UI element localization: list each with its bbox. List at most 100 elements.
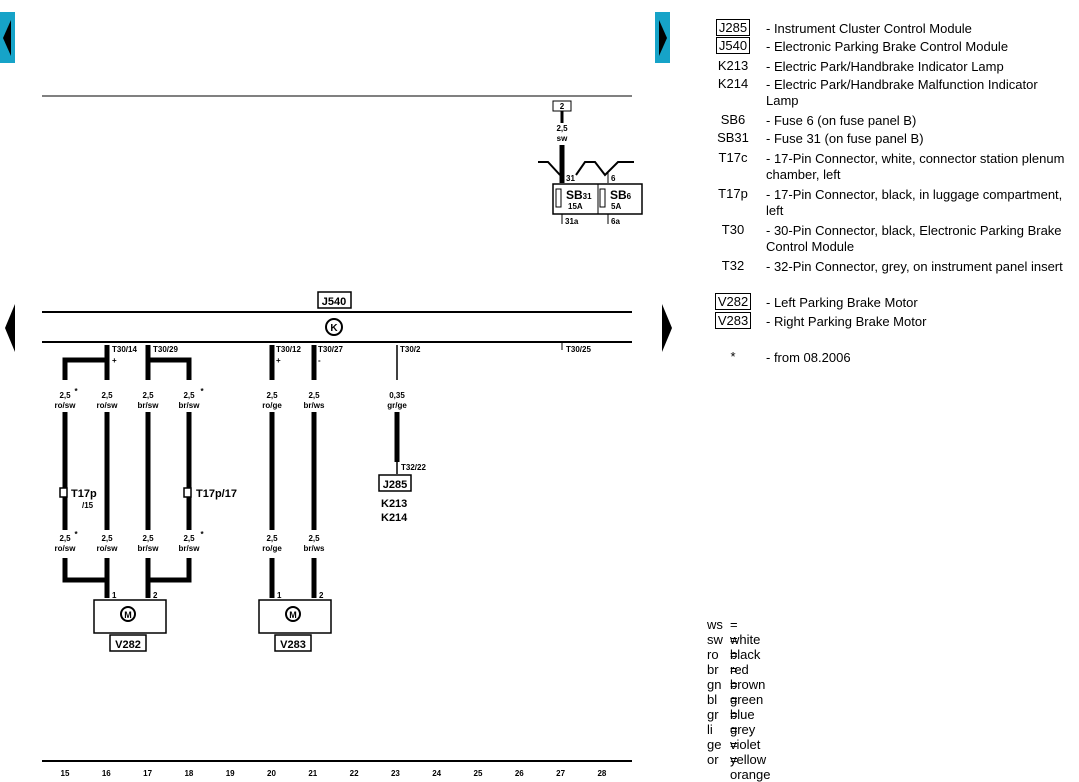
wire-size: 2,5 (142, 534, 154, 543)
legend-code: V282 (712, 293, 754, 310)
wire-size: 2,5 (59, 391, 71, 400)
pin-label: T30/2 (400, 345, 421, 354)
color-desc: = grey (730, 707, 756, 737)
nav-prev-top-icon[interactable] (0, 12, 16, 64)
legend-code: * (730, 349, 736, 364)
legend-desc: - Electronic Parking Brake Control Modul… (766, 39, 1009, 54)
legend-desc: - 30-Pin Connector, black, Electronic Pa… (766, 223, 1062, 254)
color-desc: = blue (730, 692, 755, 722)
polarity-label: + (112, 356, 117, 365)
lamp1-label: K213 (381, 498, 407, 510)
legend-desc: - Fuse 6 (on fuse panel B) (766, 113, 917, 128)
wire-color: br/sw (179, 401, 201, 410)
module-j540: J540 K (42, 291, 632, 343)
svg-text:K: K (330, 323, 338, 334)
wire-size: 2,5 (183, 391, 195, 400)
color-desc: = yellow (730, 737, 767, 767)
color-desc: = green (730, 677, 764, 707)
color-code: br (707, 662, 719, 677)
legend-code: V283 (712, 312, 754, 329)
ruler-number: 24 (432, 769, 441, 778)
color-desc: = red (730, 647, 749, 677)
wire-color: ro/sw (97, 544, 119, 553)
fuse-wire-size: 2,5 (556, 124, 568, 133)
polarity-label: + (276, 356, 281, 365)
wire-color: gr/ge (387, 401, 407, 410)
legend-desc: - 32-Pin Connector, grey, on instrument … (766, 259, 1063, 274)
nav-next-top-icon[interactable] (655, 12, 671, 64)
connector-t17p-left: T17p /15 (59, 487, 97, 510)
legend-desc: - Electric Park/Handbrake Indicator Lamp (766, 59, 1004, 74)
ruler-number: 22 (350, 769, 359, 778)
wire-color: ro/sw (55, 401, 77, 410)
wire-size: 2,5 (142, 391, 154, 400)
ruler-number: 21 (308, 769, 317, 778)
wire-size: 2,5 (266, 534, 278, 543)
ruler-number: 20 (267, 769, 276, 778)
pin-label: T30/29 (153, 345, 178, 354)
color-desc: = black (730, 632, 761, 662)
color-code: ge (707, 737, 722, 752)
wire-labels-top: 2,5 ro/sw * 2,5 ro/sw 2,5 br/sw 2,5 br/s… (55, 387, 408, 410)
ruler-number: 19 (226, 769, 235, 778)
k-symbol-icon (325, 318, 343, 336)
pin-label: T30/12 (276, 345, 301, 354)
wire-color: br/ws (304, 544, 325, 553)
connector-label: T17p/17 (196, 488, 237, 500)
legend-code: T32 (721, 258, 745, 273)
wire-size: 0,35 (389, 391, 405, 400)
color-code: li (707, 722, 713, 737)
wire-size: 2,5 (101, 534, 113, 543)
color-code: ws (707, 617, 723, 632)
wire-size: 2,5 (59, 534, 71, 543)
legend-desc: - Left Parking Brake Motor (766, 295, 918, 310)
fuse-block: 2 2,5 sw 31 6 SB31 15A SB6 5A 31a 6a (538, 100, 643, 226)
color-desc: = violet (730, 722, 761, 752)
wire-labels-bottom: 2,5 ro/sw * 2,5 ro/sw 2,5 br/sw 2,5 br/s… (55, 530, 325, 553)
motor-label: V283 (280, 639, 306, 651)
legend-code: J285 (712, 19, 754, 36)
fuse2-code: SB6 (610, 188, 632, 202)
motor-v283: 1 2 M V283 (258, 591, 332, 652)
legend-desc: - 17-Pin Connector, white, connector sta… (766, 151, 1065, 182)
wire-color: br/sw (138, 401, 160, 410)
motor-v282: 1 2 M V282 (93, 591, 167, 652)
fuse2-pin-out: 6a (611, 217, 620, 226)
legend-desc: - Electric Park/Handbrake Malfunction In… (766, 77, 1038, 108)
nav-prev-icon[interactable] (3, 302, 17, 354)
wire-star: * (200, 387, 204, 396)
wires (62, 345, 400, 598)
legend-desc: - Right Parking Brake Motor (766, 314, 927, 329)
ruler-number: 27 (556, 769, 565, 778)
legend-code: SB6 (720, 112, 746, 127)
ruler-number: 15 (61, 769, 70, 778)
ruler-number: 17 (143, 769, 152, 778)
color-code: bl (707, 692, 718, 707)
cluster-j285: T32/22 J285 K213 K214 (378, 463, 426, 524)
wire-size: 2,5 (101, 391, 113, 400)
legend-desc: - 17-Pin Connector, black, in luggage co… (766, 187, 1063, 218)
wire-color: ro/sw (97, 401, 119, 410)
wire-star: * (74, 387, 78, 396)
wiring-diagram: 2 2,5 sw 31 6 SB31 15A SB6 5A 31a 6a J54… (42, 95, 643, 778)
pin-labels: T30/14 T30/29 T30/12 T30/27 T30/2 T30/25… (112, 343, 591, 365)
ruler-number: 16 (102, 769, 111, 778)
lamp2-label: K214 (381, 512, 408, 524)
legend-code: SB31 (717, 130, 749, 145)
connector-sub: /15 (82, 501, 94, 510)
legend-code: T17p (718, 186, 748, 201)
legend-code: J540 (712, 37, 754, 54)
wire-star: * (74, 530, 78, 539)
wire-color: br/sw (138, 544, 160, 553)
ruler-number: 18 (184, 769, 193, 778)
legend-code: K214 (717, 76, 749, 91)
pin-label: T30/25 (566, 345, 591, 354)
motor-icon (120, 606, 136, 622)
pin-label: T30/27 (318, 345, 343, 354)
fuse1-code: SB31 (566, 188, 592, 202)
fuse2-rating: 5A (611, 202, 621, 211)
svg-text:M: M (289, 610, 297, 620)
connector-label: T17p (71, 488, 97, 500)
nav-next-icon[interactable] (660, 302, 674, 354)
